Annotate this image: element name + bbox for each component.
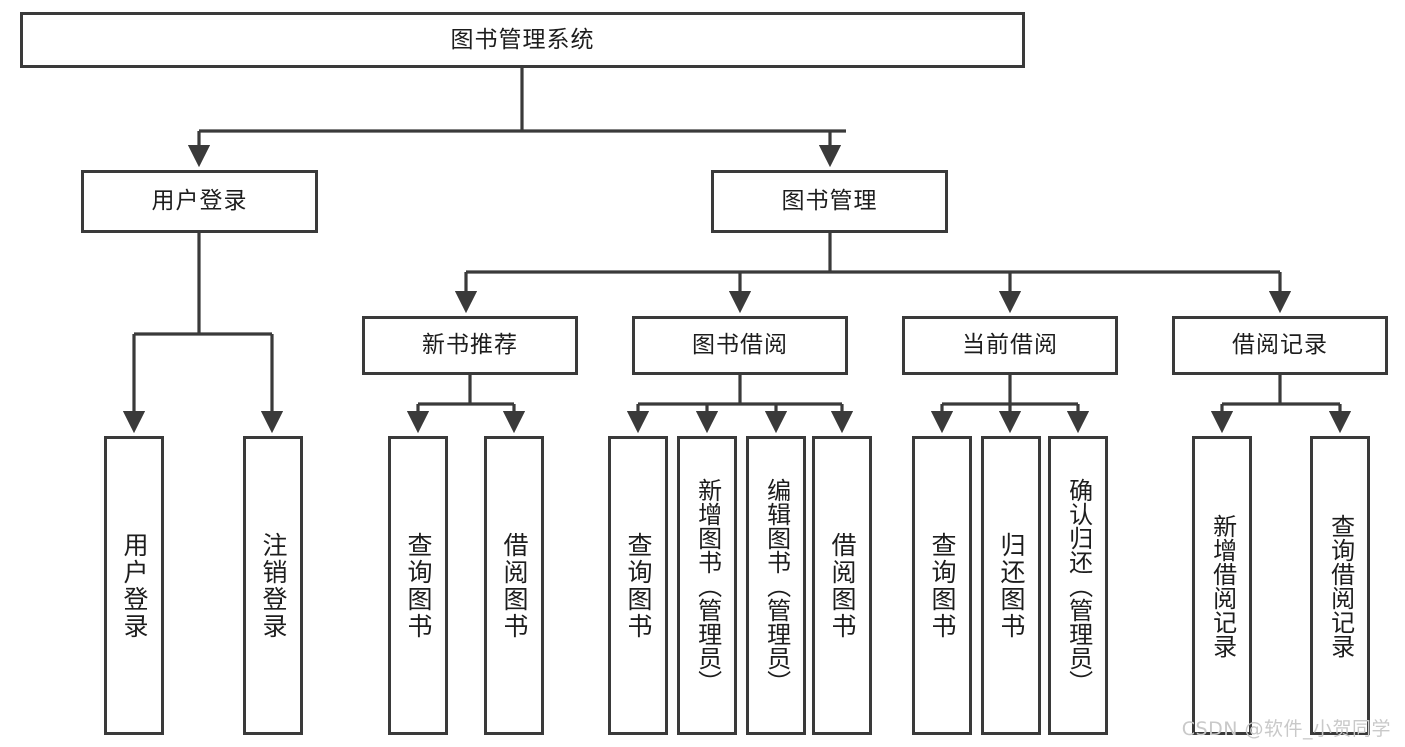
node-book-management[interactable]: 图书管理 (711, 170, 948, 233)
node-new-book-recommend[interactable]: 新书推荐 (362, 316, 578, 375)
leaf-query-book-1[interactable]: 查询图书 (388, 436, 448, 735)
watermark-text: CSDN @软件_小贺同学 (1181, 718, 1391, 740)
leaf-return-book-label: 归还图书 (997, 531, 1026, 640)
leaf-borrow-book-1-label: 借阅图书 (500, 531, 529, 640)
leaf-query-book-2[interactable]: 查询图书 (608, 436, 668, 735)
node-root[interactable]: 图书管理系统 (20, 12, 1025, 68)
leaf-add-record[interactable]: 新增借阅记录 (1192, 436, 1252, 735)
leaf-logout-label: 注销登录 (259, 531, 288, 640)
node-user-login-label: 用户登录 (151, 188, 248, 215)
node-current-borrow[interactable]: 当前借阅 (902, 316, 1118, 375)
leaf-edit-book-label: 编辑图书（管理员） (762, 477, 791, 694)
leaf-query-record-label: 查询借阅记录 (1326, 513, 1355, 658)
node-book-borrow[interactable]: 图书借阅 (632, 316, 848, 375)
leaf-confirm-return[interactable]: 确认归还（管理员） (1048, 436, 1108, 735)
leaf-add-record-label: 新增借阅记录 (1208, 513, 1237, 658)
node-borrow-record[interactable]: 借阅记录 (1172, 316, 1388, 375)
leaf-query-book-1-label: 查询图书 (404, 531, 433, 640)
leaf-borrow-book-2[interactable]: 借阅图书 (812, 436, 872, 735)
node-borrow-record-label: 借阅记录 (1232, 332, 1328, 359)
leaf-query-book-2-label: 查询图书 (624, 531, 653, 640)
leaf-return-book[interactable]: 归还图书 (981, 436, 1041, 735)
node-current-borrow-label: 当前借阅 (962, 332, 1058, 359)
node-new-book-recommend-label: 新书推荐 (422, 332, 518, 359)
node-root-label: 图书管理系统 (450, 26, 595, 53)
node-book-management-label: 图书管理 (781, 188, 878, 215)
leaf-edit-book[interactable]: 编辑图书（管理员） (746, 436, 806, 735)
leaf-add-book-label: 新增图书（管理员） (693, 477, 722, 694)
leaf-borrow-book-2-label: 借阅图书 (828, 531, 857, 640)
node-book-borrow-label: 图书借阅 (692, 332, 788, 359)
leaf-logout[interactable]: 注销登录 (243, 436, 303, 735)
leaf-add-book[interactable]: 新增图书（管理员） (677, 436, 737, 735)
leaf-user-login-label: 用户登录 (120, 531, 149, 640)
leaf-query-book-3[interactable]: 查询图书 (912, 436, 972, 735)
leaf-borrow-book-1[interactable]: 借阅图书 (484, 436, 544, 735)
leaf-user-login[interactable]: 用户登录 (104, 436, 164, 735)
leaf-confirm-return-label: 确认归还（管理员） (1064, 477, 1093, 694)
leaf-query-book-3-label: 查询图书 (928, 531, 957, 640)
leaf-query-record[interactable]: 查询借阅记录 (1310, 436, 1370, 735)
node-user-login[interactable]: 用户登录 (81, 170, 318, 233)
